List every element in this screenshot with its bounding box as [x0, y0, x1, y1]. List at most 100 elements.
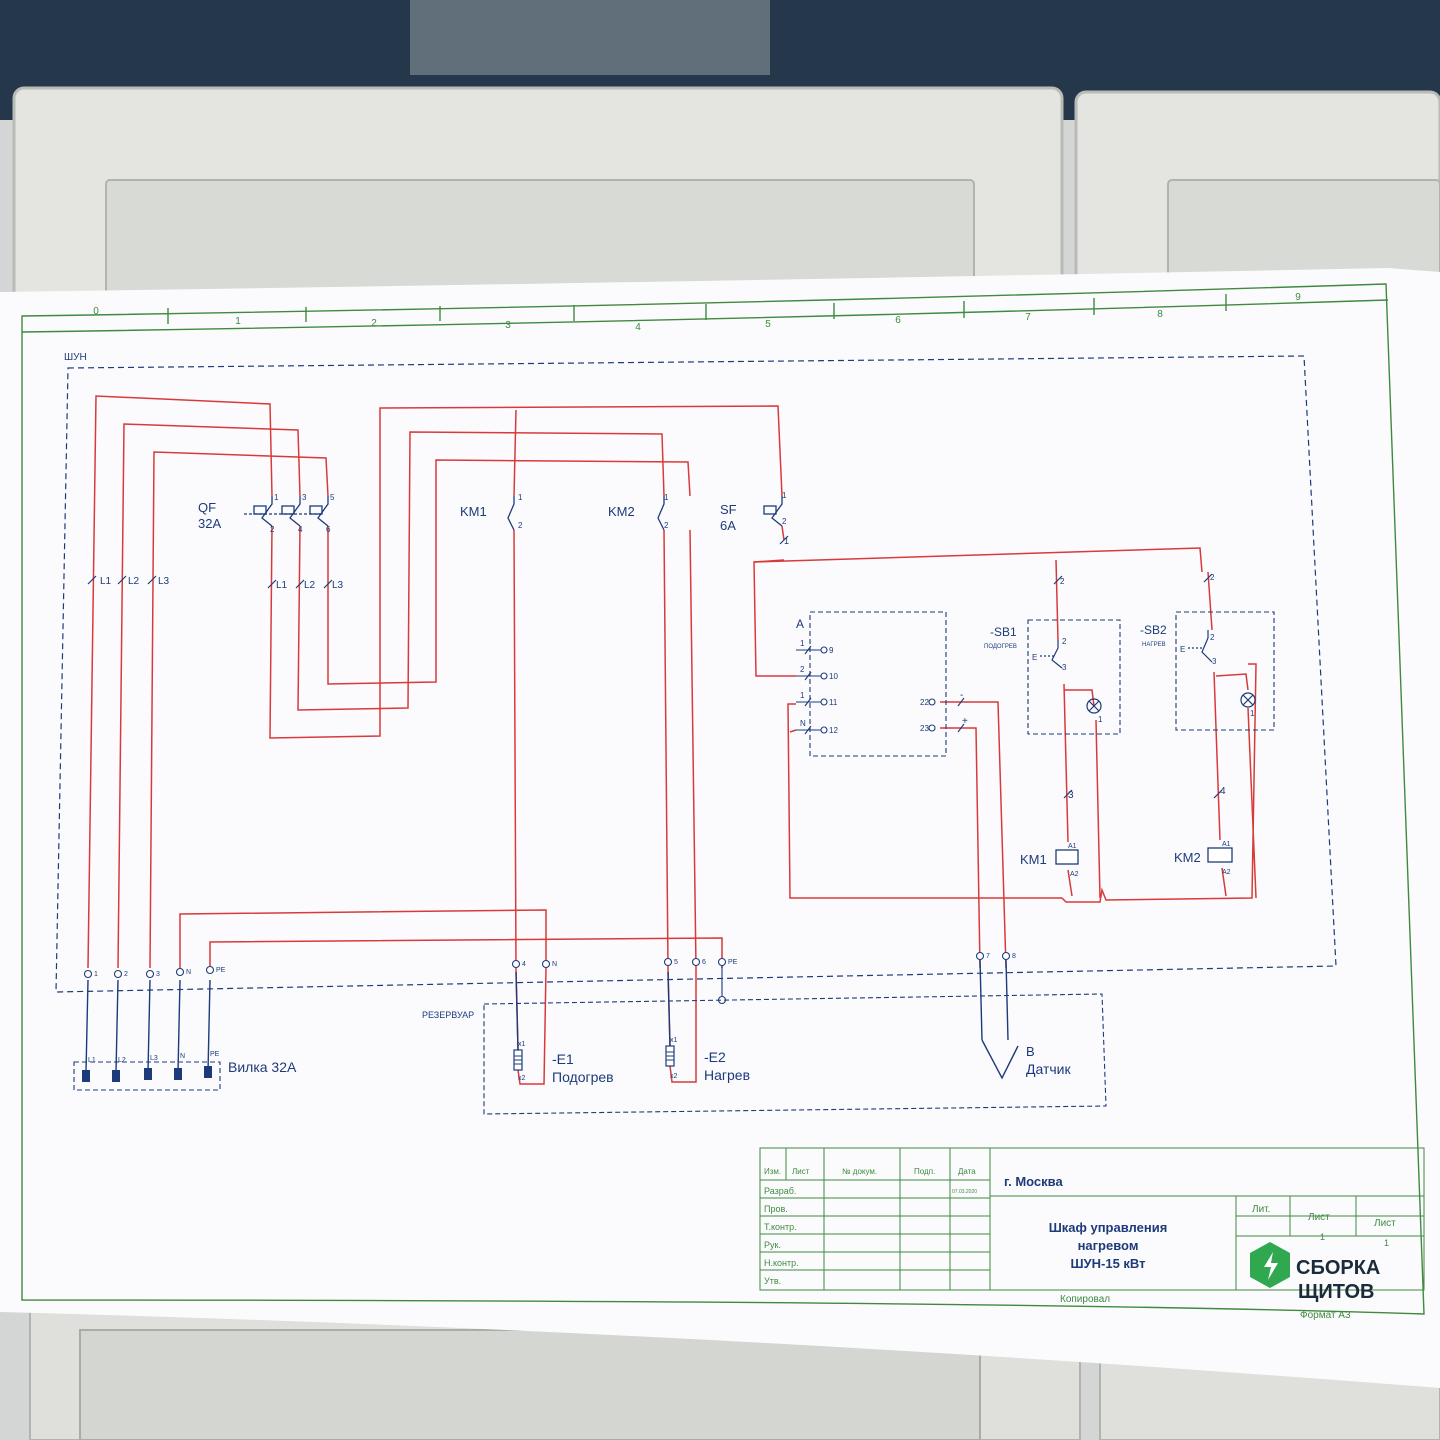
- terminal-strip: 1 2 3 N PE 4 N 5 6 PE 7 8: [83, 951, 1016, 1005]
- qf-pin-5: 5: [330, 493, 335, 502]
- tb-date: 07.03.2020: [952, 1189, 977, 1195]
- field-wiring: [85, 959, 1019, 1080]
- qf-pin-3: 3: [302, 493, 307, 502]
- terminal-pe2: PE: [728, 959, 738, 966]
- wire-label-qf-l1: L1: [276, 580, 288, 591]
- plug-pin-n: N: [180, 1053, 185, 1060]
- terminal-3: 3: [156, 971, 160, 978]
- km2-coil-tag: KM2: [1174, 850, 1201, 865]
- wire-label-qf-l2: L2: [304, 580, 316, 591]
- wire-ticks: [87, 535, 1223, 799]
- tb-row-ruk: Рук.: [764, 1240, 781, 1250]
- terminal-6: 6: [702, 959, 706, 966]
- terminal-n: N: [186, 969, 191, 976]
- enclosure-boundary: [55, 355, 1337, 993]
- sb2-lamp-pin: 1: [1250, 709, 1255, 718]
- km1-coil-a2: A2: [1070, 871, 1079, 878]
- wire-label-l3: L3: [158, 576, 170, 587]
- sf-tag: SF: [720, 502, 737, 517]
- zone-9: 9: [1295, 292, 1301, 303]
- controller-tag: A: [796, 617, 804, 631]
- wire-label-qf-l3: L3: [332, 580, 344, 591]
- tb-copied: Копировал: [1060, 1294, 1110, 1305]
- plug-pin-l2: L2: [118, 1057, 126, 1064]
- supply-wire-labels: L1 L2 L3 L1 L2 L3: [100, 576, 344, 591]
- power-wiring: [87, 395, 1257, 1085]
- plug-name: Вилка 32А: [228, 1059, 297, 1075]
- km2-contact: KM2 1 2: [608, 493, 669, 531]
- controller-sensor-minus: -: [960, 690, 963, 701]
- tb-row-nkontr: Н.контр.: [764, 1258, 799, 1268]
- tb-header-izm: Изм.: [764, 1167, 781, 1176]
- km2-coil-wire: 4: [1220, 786, 1226, 797]
- qf-rating: 32А: [198, 516, 221, 531]
- heater-e2: x1 x2 -E2 Нагрев: [665, 1037, 750, 1083]
- controller-right-pin-3: 12: [829, 726, 838, 735]
- controller-sensor-pin-23: 23: [920, 724, 929, 733]
- sf-pin-1: 1: [782, 491, 787, 500]
- sb2-pin-3: 3: [1212, 657, 1217, 666]
- zone-1: 1: [235, 316, 241, 327]
- e2-tag: -E2: [704, 1049, 726, 1065]
- logo-line-1: СБОРКА: [1296, 1257, 1380, 1279]
- qf-pin-4: 4: [298, 525, 303, 534]
- sb1-lamp-pin: 1: [1098, 715, 1103, 724]
- controller-sensor-pin-22: 22: [920, 698, 929, 707]
- km1-coil: KM1 A1 A2: [1020, 843, 1079, 878]
- km2-contact-pin-2: 2: [664, 521, 669, 530]
- title-block: Изм. Лист № докум. Подп. Дата 07.03.2020…: [759, 1147, 1425, 1321]
- qf-pin-2: 2: [270, 525, 275, 534]
- plug-pin-l1: L1: [88, 1057, 96, 1064]
- zone-7: 7: [1025, 312, 1031, 323]
- qf-pin-1: 1: [274, 493, 279, 502]
- km2-coil-a2: A2: [1222, 869, 1231, 876]
- zone-6: 6: [895, 315, 901, 326]
- zone-numbers: 0 1 2 3 4 5 6 7 8 9: [93, 292, 1301, 333]
- sb2-pin-e: E: [1180, 645, 1185, 654]
- drawing-frame: [21, 283, 1425, 1315]
- terminal-1: 1: [94, 971, 98, 978]
- tb-row-prov: Пров.: [764, 1204, 788, 1214]
- sb2-switch: -SB2 НАГРЕВ 2 E 3 1 2 4: [1140, 573, 1275, 797]
- sf-rating: 6А: [720, 518, 736, 533]
- e1-tag: -E1: [552, 1051, 574, 1067]
- terminal-4: 4: [522, 961, 526, 968]
- sb1-tag: -SB1: [990, 625, 1017, 639]
- tb-sheet-value: 1: [1320, 1232, 1325, 1242]
- plug-pin-pe: PE: [210, 1051, 220, 1058]
- sb1-feed-wire: 2: [1060, 577, 1065, 586]
- terminal-2: 2: [124, 971, 128, 978]
- controller-left-pin-0: 1: [800, 639, 805, 648]
- reservoir-label: РЕЗЕРВУАР: [422, 1010, 474, 1020]
- km1-contact-pin-2: 2: [518, 521, 523, 530]
- plug-pin-l3: L3: [150, 1055, 158, 1062]
- km1-coil-a1: A1: [1068, 843, 1077, 850]
- controller-right-pin-2: 11: [829, 698, 838, 707]
- wire-label-l1: L1: [100, 576, 112, 587]
- controller-left-pin-2: 1: [800, 691, 805, 700]
- plug: L1 L2 L3 N PE Вилка 32А: [73, 1051, 297, 1091]
- sensor-name: Датчик: [1026, 1061, 1071, 1077]
- zone-4: 4: [635, 322, 641, 333]
- sf-pin-2: 2: [782, 517, 787, 526]
- km1-contact-tag: KM1: [460, 504, 487, 519]
- e2-pin-x1: x1: [670, 1037, 678, 1044]
- sensor-b: B Датчик: [1026, 1044, 1071, 1077]
- sf-wire-out: 1: [784, 536, 789, 546]
- km1-coil-wire: 3: [1068, 790, 1074, 801]
- zone-2: 2: [371, 318, 377, 329]
- tb-lit-label: Лит.: [1252, 1204, 1270, 1215]
- sb1-switch: -SB1 ПОДОГРЕВ 2 E 3 1 2 3: [984, 577, 1121, 801]
- qf-tag: QF: [198, 500, 216, 515]
- company-logo: СБОРКА ЩИТОВ: [1250, 1242, 1380, 1303]
- zone-3: 3: [505, 320, 511, 331]
- controller-sensor-plus: +: [962, 716, 968, 727]
- controller-a: A 1 2 1 N 9 10 11 12: [796, 611, 968, 757]
- terminal-8: 8: [1012, 953, 1016, 960]
- tb-row-tkontr: Т.контр.: [764, 1222, 797, 1232]
- tb-header-list: Лист: [792, 1167, 810, 1176]
- km1-coil-tag: KM1: [1020, 852, 1047, 867]
- terminal-pe: PE: [216, 967, 226, 974]
- heater-e1: x1 x2 -E1 Подогрев: [513, 1041, 614, 1085]
